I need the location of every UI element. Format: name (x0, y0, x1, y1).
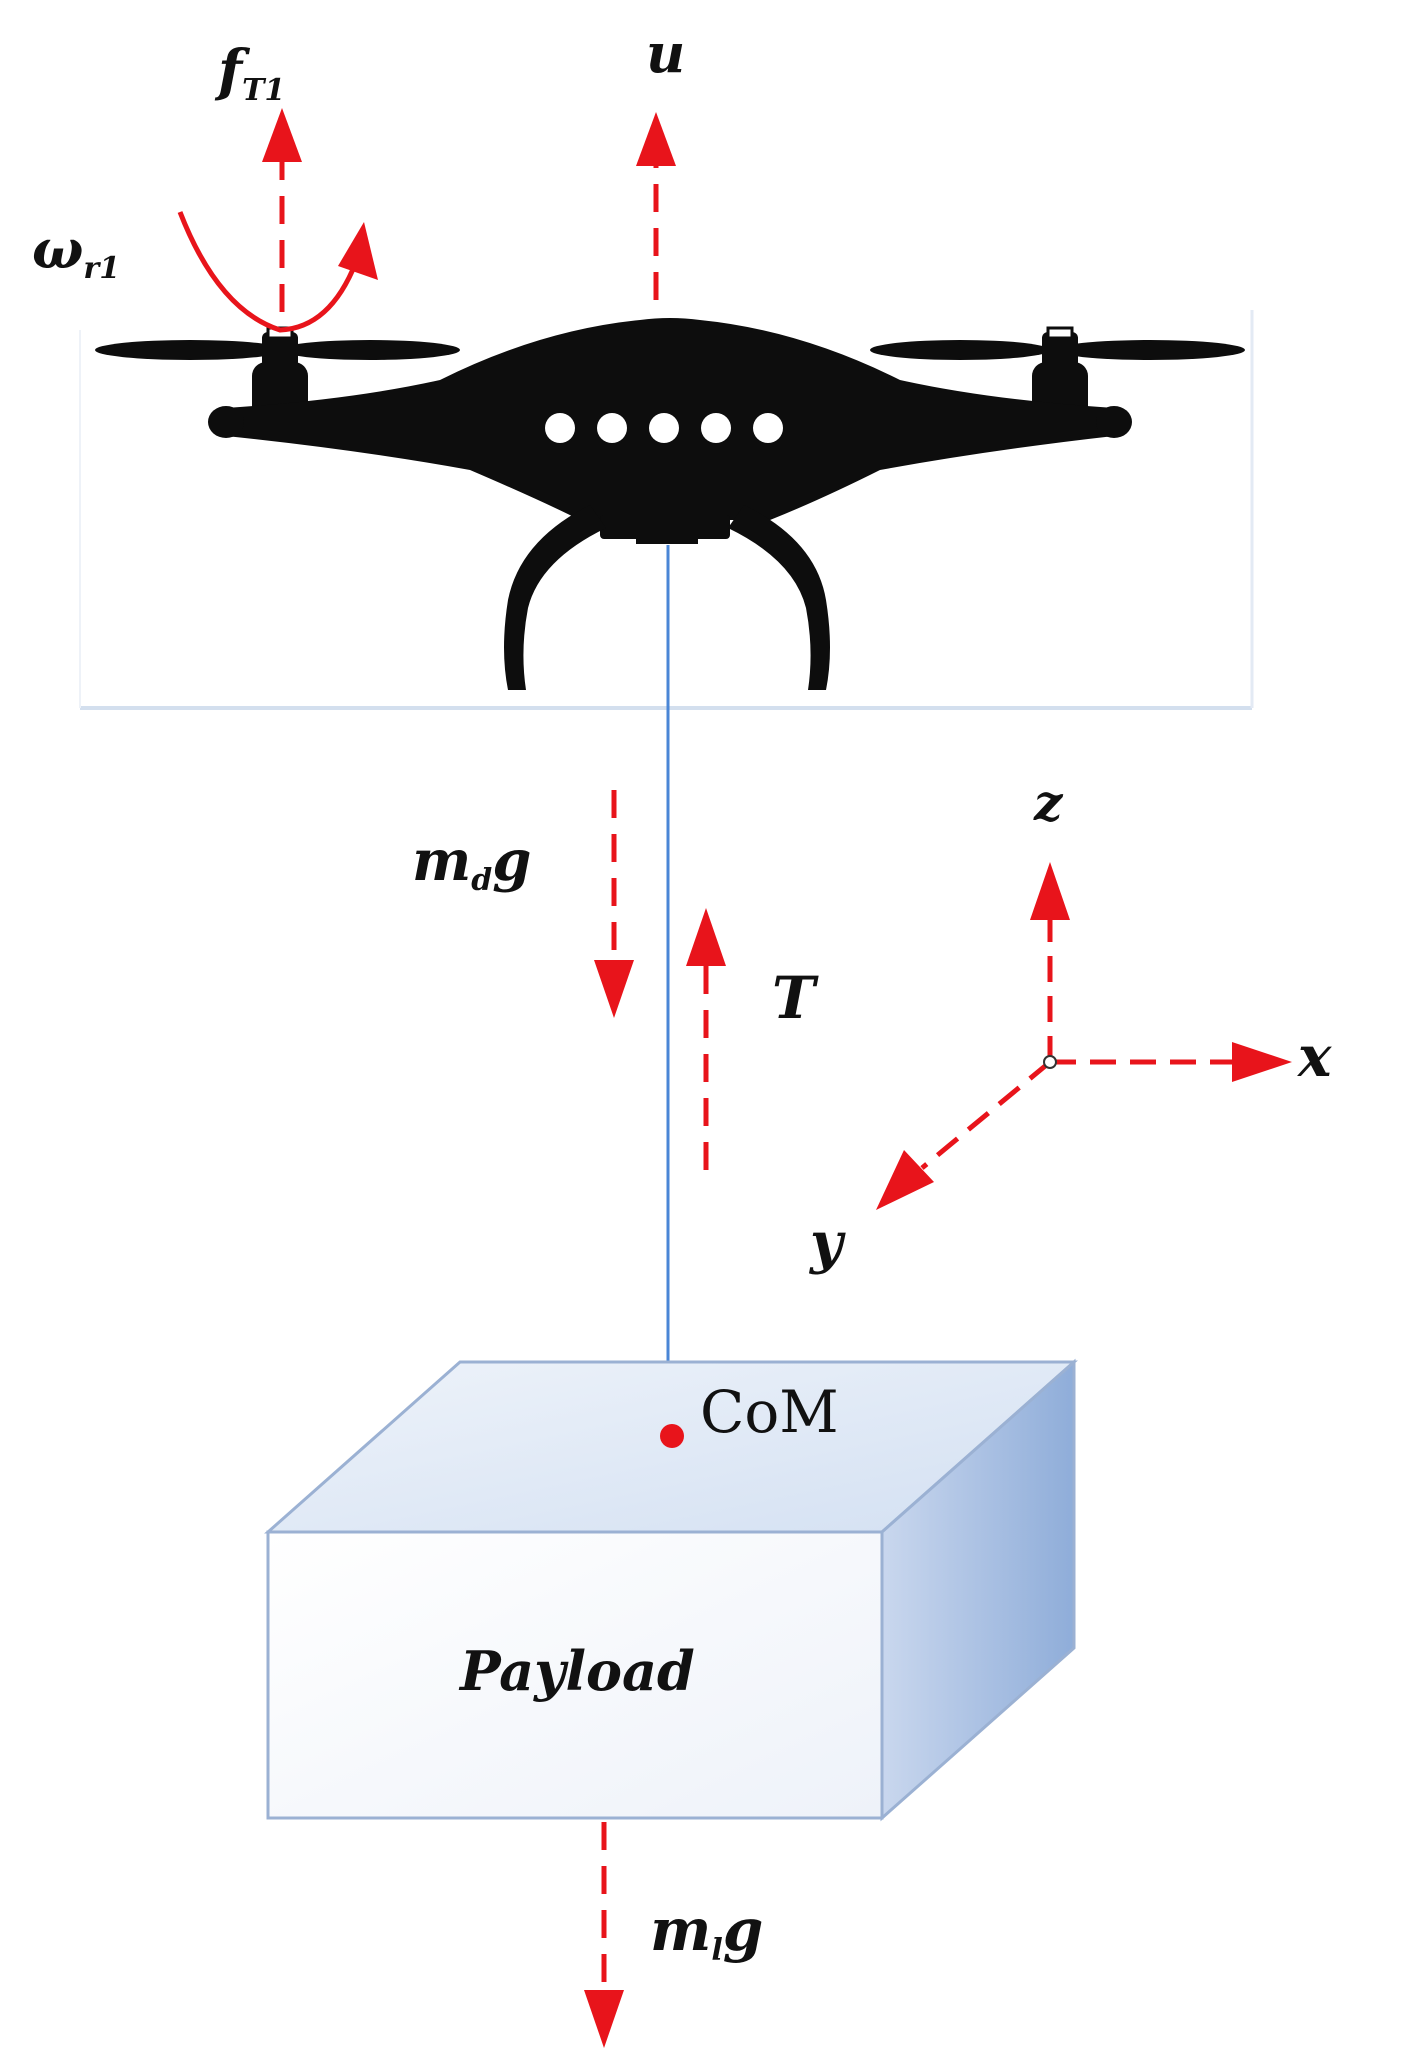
left-propeller (95, 326, 460, 368)
payload-front-face (266, 1530, 884, 1820)
coordinate-frame (876, 862, 1292, 1210)
right-propeller (870, 326, 1245, 368)
drone-weight-arrow (594, 790, 634, 1018)
thrust-label: fT1 (214, 38, 285, 108)
axis-z-label: z (1033, 773, 1064, 832)
left-landing-leg (504, 505, 606, 690)
drone-panel (79, 310, 1254, 710)
status-lights (545, 413, 783, 443)
frame-origin (1043, 1055, 1057, 1069)
payload-weight-label: mlg (650, 1896, 763, 1968)
quadrotor-drone (95, 318, 1245, 690)
drone-weight-label: mdg (412, 828, 531, 898)
camera-mount (600, 515, 730, 539)
payload-weight-arrow (584, 1822, 624, 2048)
rotor-speed-label: ωr1 (32, 217, 120, 286)
payload-box (264, 1358, 1078, 1822)
tension-label: T (772, 964, 819, 1032)
thrust-arrow (262, 108, 302, 312)
center-of-mass-dot (660, 1424, 684, 1448)
control-input-arrow (636, 112, 676, 300)
tension-arrow (686, 908, 726, 1170)
rotor-spin-arrow (177, 211, 378, 333)
payload-label: Payload (458, 1639, 695, 1703)
axis-y-label: y (808, 1210, 846, 1276)
right-landing-leg (728, 505, 830, 690)
control-input-label: u (646, 21, 685, 85)
axis-x-label: x (1297, 1024, 1332, 1090)
com-label: CoM (700, 1378, 839, 1446)
